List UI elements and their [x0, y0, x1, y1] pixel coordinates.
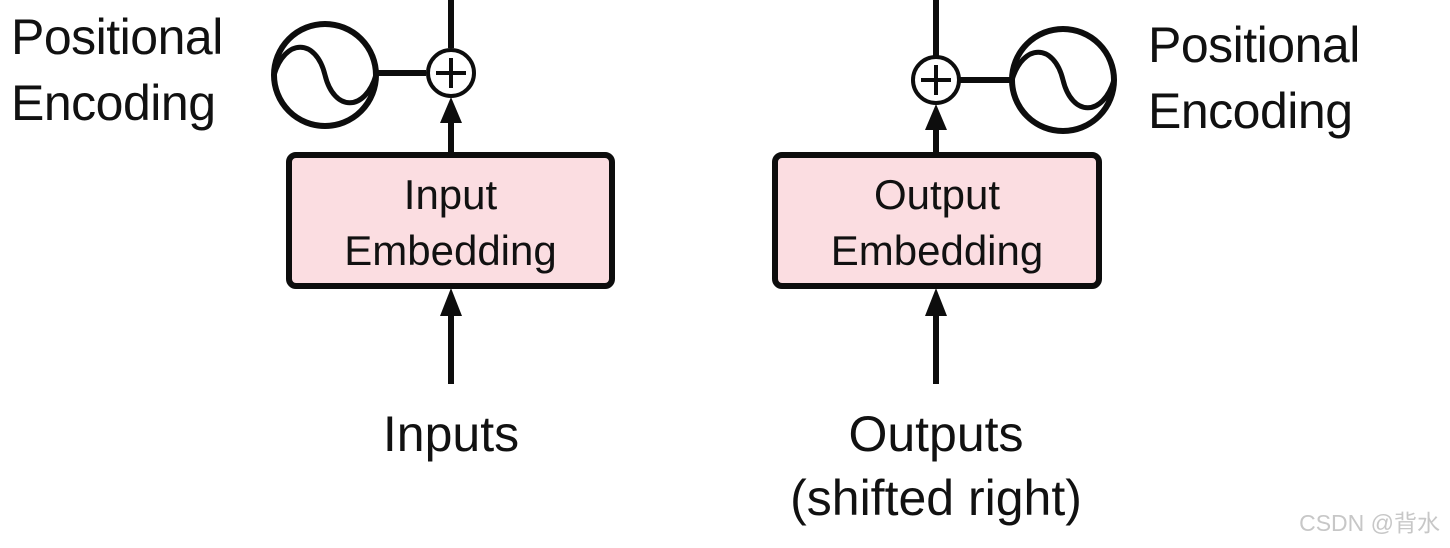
right-positional-encoding-line1: Positional [1148, 17, 1360, 73]
left-upper-arrowhead [440, 97, 462, 123]
right-positional-encoding-line2: Encoding [1148, 83, 1353, 139]
right-sine-wave [1009, 49, 1117, 111]
left-positional-encoding-line1: Positional [11, 9, 223, 65]
right-upper-arrowhead [925, 104, 947, 130]
input-embedding-box: Input Embedding [286, 152, 615, 289]
left-plus-circle [426, 48, 476, 98]
outputs-label-line1: Outputs [848, 406, 1024, 462]
left-positional-encoding-line2: Encoding [11, 75, 216, 131]
right-bottom-arrowhead [925, 288, 947, 316]
outputs-label-line2: (shifted right) [790, 470, 1082, 526]
output-embedding-line1: Output [873, 171, 1001, 218]
left-bottom-arrowhead [440, 288, 462, 316]
input-embedding-line1: Input [403, 171, 498, 218]
output-embedding-box: Output Embedding [772, 152, 1102, 289]
inputs-label: Inputs [382, 406, 520, 462]
output-embedding-line2: Embedding [830, 227, 1044, 274]
left-sine-wave [271, 44, 379, 106]
input-embedding-line2: Embedding [344, 227, 557, 274]
watermark: CSDN @背水 [1299, 510, 1440, 536]
right-plus-circle [911, 55, 961, 105]
